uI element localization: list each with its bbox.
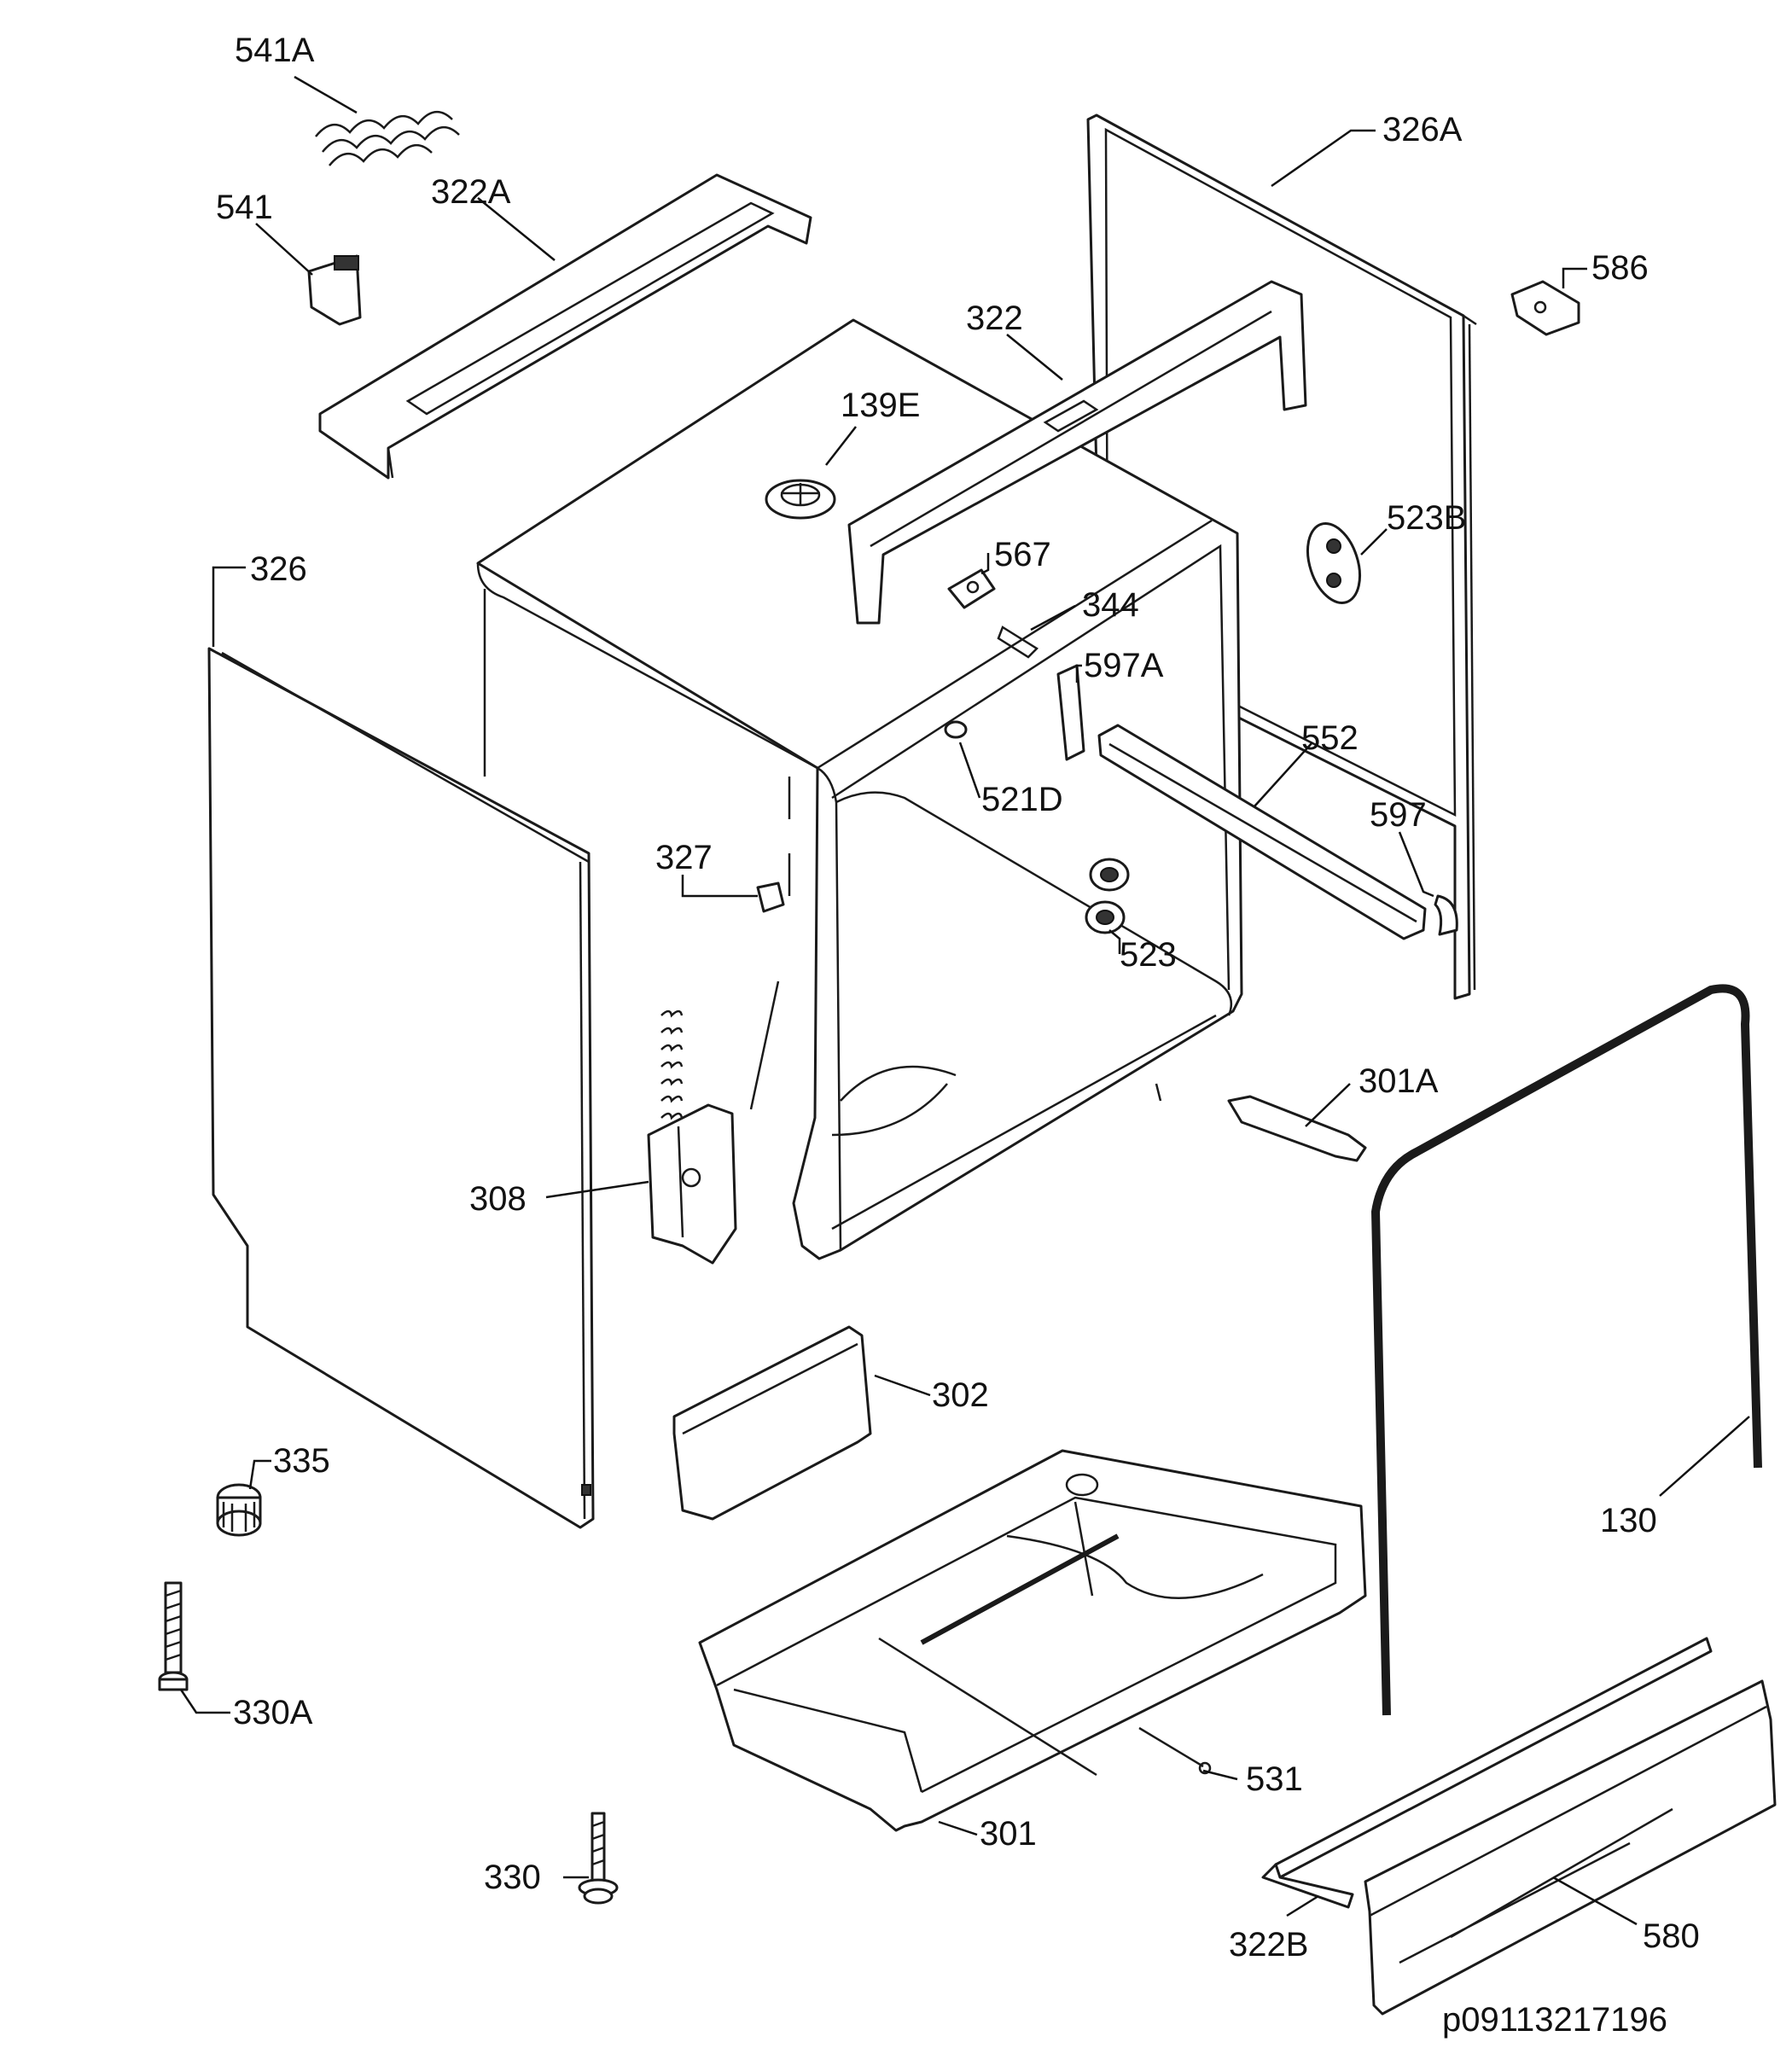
callout-597A: 597A bbox=[1084, 647, 1164, 684]
part-302-bracket bbox=[672, 1325, 872, 1521]
callout-139E: 139E bbox=[841, 387, 920, 424]
callout-335: 335 bbox=[273, 1442, 330, 1480]
callout-130: 130 bbox=[1600, 1502, 1657, 1539]
part-586-bracket bbox=[1510, 280, 1580, 336]
part-344-spring bbox=[997, 625, 1039, 659]
callout-301: 301 bbox=[980, 1815, 1037, 1853]
part-597A-latch bbox=[1056, 664, 1085, 761]
document-id: p09113217196 bbox=[1442, 2001, 1667, 2039]
part-567-clip bbox=[947, 568, 996, 609]
callout-330: 330 bbox=[484, 1859, 541, 1896]
part-322-top-brace bbox=[847, 280, 1307, 625]
callout-326A: 326A bbox=[1382, 111, 1463, 148]
part-580-kick-plate bbox=[1364, 1679, 1777, 2016]
callout-580: 580 bbox=[1643, 1917, 1700, 1955]
part-322A-top-trim bbox=[318, 173, 812, 480]
part-521D-nut bbox=[944, 720, 968, 739]
part-531-pin bbox=[1138, 1726, 1212, 1775]
callout-597: 597 bbox=[1370, 796, 1427, 834]
callout-301A: 301A bbox=[1359, 1062, 1439, 1100]
part-130-door-gasket bbox=[1370, 984, 1762, 1716]
callout-552: 552 bbox=[1301, 719, 1359, 757]
part-335-foot bbox=[216, 1483, 262, 1537]
part-301-base-tray bbox=[698, 1449, 1367, 1832]
callout-531: 531 bbox=[1246, 1760, 1303, 1798]
part-327-fastener bbox=[756, 881, 785, 913]
part-541A-clips bbox=[315, 111, 460, 166]
part-301A-handle bbox=[1227, 1095, 1367, 1162]
part-322B-lower-brace bbox=[1261, 1637, 1713, 1909]
callout-586: 586 bbox=[1591, 249, 1649, 287]
part-552-rail bbox=[1097, 724, 1427, 940]
part-326-side-panel bbox=[207, 647, 595, 1529]
callout-523: 523 bbox=[1120, 936, 1177, 974]
part-597-clip bbox=[1434, 894, 1458, 936]
part-330-screw bbox=[578, 1812, 619, 1905]
callout-541A: 541A bbox=[235, 32, 315, 69]
callout-327: 327 bbox=[655, 839, 713, 876]
callout-541: 541 bbox=[216, 189, 273, 226]
part-139E-vent bbox=[765, 479, 836, 520]
callout-567: 567 bbox=[994, 536, 1051, 573]
part-523B-gasket bbox=[1306, 522, 1361, 604]
part-tub-body bbox=[476, 318, 1243, 1260]
part-330A-screw bbox=[158, 1581, 189, 1691]
leader-lines bbox=[179, 75, 1750, 1926]
part-541-bracket bbox=[307, 254, 362, 326]
callout-344: 344 bbox=[1082, 586, 1139, 624]
callout-523B: 523B bbox=[1387, 499, 1466, 537]
part-523-connectors bbox=[1085, 858, 1130, 934]
callout-326: 326 bbox=[250, 550, 307, 588]
callout-labels: 541A 541 322A 326A 586 322 139E 523B 326… bbox=[216, 32, 1700, 2039]
callout-322B: 322B bbox=[1229, 1926, 1308, 1964]
callout-330A: 330A bbox=[233, 1694, 313, 1731]
callout-521D: 521D bbox=[981, 781, 1063, 818]
callout-302: 302 bbox=[932, 1376, 989, 1414]
part-308-hinge bbox=[647, 1009, 737, 1265]
callout-308: 308 bbox=[469, 1180, 527, 1218]
callout-322A: 322A bbox=[431, 173, 511, 211]
callout-322: 322 bbox=[966, 300, 1023, 337]
